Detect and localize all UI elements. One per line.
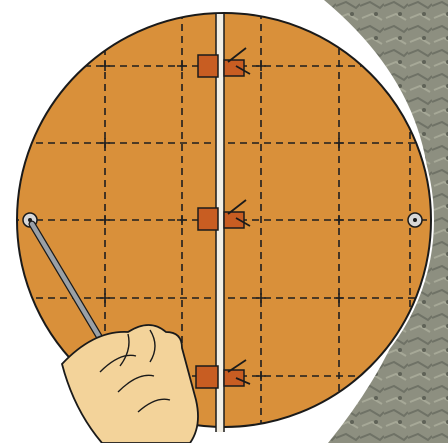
marker-pin-right bbox=[408, 213, 422, 227]
